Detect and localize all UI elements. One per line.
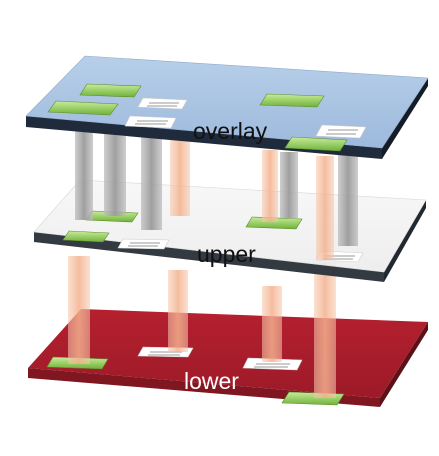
connection-beam	[68, 256, 90, 364]
document-icon	[315, 124, 367, 139]
lower-layer-edge-side	[380, 322, 428, 407]
green-tile	[79, 83, 142, 98]
document-icon	[124, 115, 177, 129]
green-tile	[62, 230, 110, 243]
document-icon	[137, 97, 188, 110]
overlay-tiles	[47, 83, 367, 152]
green-tile	[245, 216, 303, 230]
overlay-layer-edge-side	[382, 78, 428, 159]
connection-beam	[314, 262, 336, 398]
upper-to-overlay-beams	[75, 125, 358, 260]
connection-beam	[280, 152, 298, 218]
connection-beam	[338, 154, 358, 246]
connection-beam	[316, 156, 334, 260]
green-tile	[47, 100, 119, 116]
connection-beam	[141, 135, 162, 230]
document-icon	[117, 238, 170, 250]
connection-beam	[104, 128, 126, 216]
overlay-layer-label: overlay	[193, 118, 268, 144]
connection-beam	[262, 286, 282, 362]
connection-beam	[262, 150, 278, 222]
upper-layer-edge-side	[384, 200, 426, 282]
upper-layer-label: upper	[197, 241, 256, 267]
lower-layer-label: lower	[184, 368, 239, 394]
green-tile	[259, 93, 325, 108]
lower-to-upper-beams	[68, 256, 336, 398]
green-tile	[284, 136, 348, 152]
document-icon	[242, 357, 303, 371]
connection-beam	[170, 140, 190, 216]
connection-beam	[168, 270, 188, 352]
connection-beam	[75, 125, 93, 220]
